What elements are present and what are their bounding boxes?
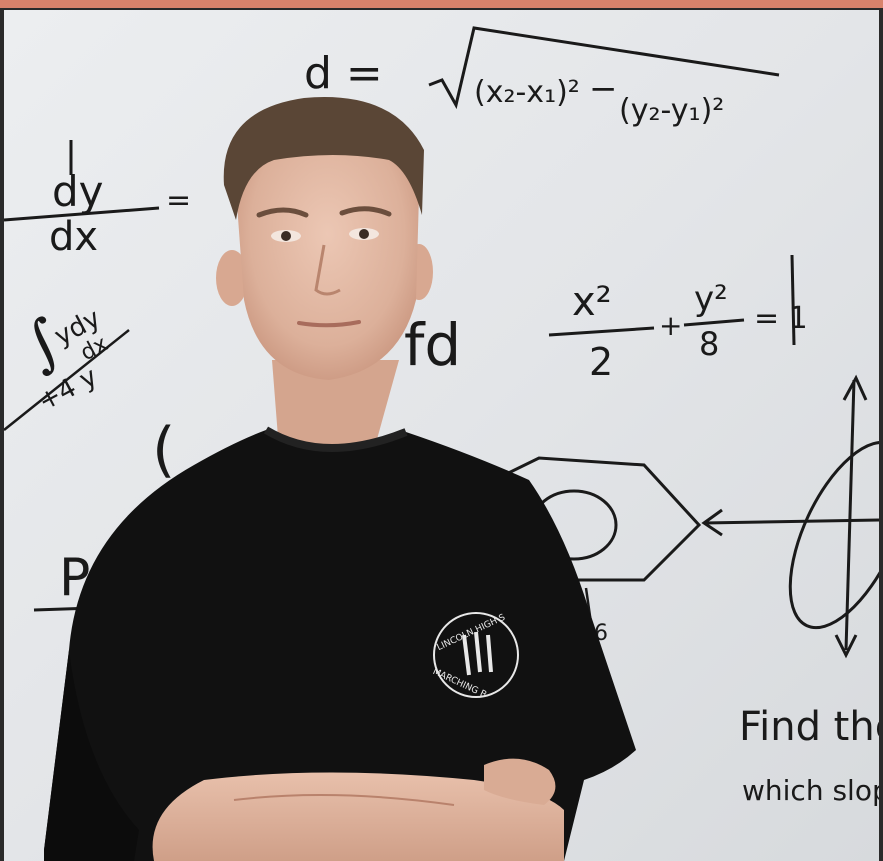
ellipse-equation: x² 2 + y² 8 = 1: [548, 254, 808, 384]
logo-ring: [433, 612, 519, 698]
mouth: [297, 320, 361, 328]
left-ear: [216, 250, 248, 306]
equals-sign: =: [166, 183, 191, 218]
nose: [314, 244, 341, 296]
formula-term2: (y₂-y₁)²: [619, 93, 724, 128]
left-eyebrow: [256, 207, 309, 218]
ellipse-eq: = 1: [754, 301, 808, 336]
which-text: which slope: [742, 774, 879, 807]
tilted-ellipse: [788, 440, 879, 630]
formula-lhs: d =: [304, 48, 383, 99]
one-stroke: [790, 254, 796, 346]
derivative-fraction: dy dx =: [4, 140, 191, 260]
find-text: Find the: [739, 704, 879, 750]
dy-text: dy: [52, 167, 104, 216]
photo-scene: d = (x₂-x₁)² − (y₂-y₁)² dy dx = ∫ ydy dx…: [4, 10, 879, 861]
distance-formula: d = (x₂-x₁)² − (y₂-y₁)²: [304, 26, 780, 128]
neck: [272, 360, 399, 465]
axes-ellipse: [788, 374, 879, 659]
crossed-arms: [152, 772, 565, 861]
face: [235, 115, 419, 380]
ellipse-y2: y²: [694, 279, 728, 319]
formula-minus: −: [589, 69, 618, 109]
ellipse-x2: x²: [572, 279, 612, 325]
collar: [263, 426, 408, 452]
ellipse-plus: +: [659, 309, 682, 342]
vertical-axis: [844, 379, 856, 651]
logo-figures: [462, 631, 493, 676]
arm-crease: [233, 794, 455, 806]
formula-term1: (x₂-x₁)²: [474, 75, 580, 110]
sqrt-sign: [428, 26, 780, 110]
fraction-bar: [4, 206, 160, 222]
arrow-head: [701, 508, 723, 537]
accent-top-bar: [0, 0, 883, 8]
right-pupil: [359, 229, 369, 239]
ellipse-2: 2: [589, 340, 613, 384]
curl-mark: (: [152, 415, 175, 485]
left-sleeve: [44, 650, 139, 861]
person: LINCOLN HIGH S MARCHING B: [44, 97, 636, 861]
right-eyebrow: [339, 206, 392, 217]
ellipse-bar-2: [683, 318, 745, 327]
portrait-photo: d = (x₂-x₁)² − (y₂-y₁)² dy dx = ∫ ydy dx…: [4, 10, 879, 861]
hair: [223, 97, 424, 220]
fd-text: fd: [404, 311, 461, 379]
axis-arrow-down: [834, 634, 858, 659]
ellipse-8: 8: [699, 325, 719, 363]
diagonal-line: [4, 329, 130, 431]
ellipse-bar-1: [548, 326, 655, 337]
axis-arrow-up: [842, 374, 868, 401]
left-pupil: [281, 231, 291, 241]
right-hand: [484, 758, 556, 805]
black-tshirt: [44, 430, 636, 861]
dx-text: dx: [49, 214, 98, 260]
